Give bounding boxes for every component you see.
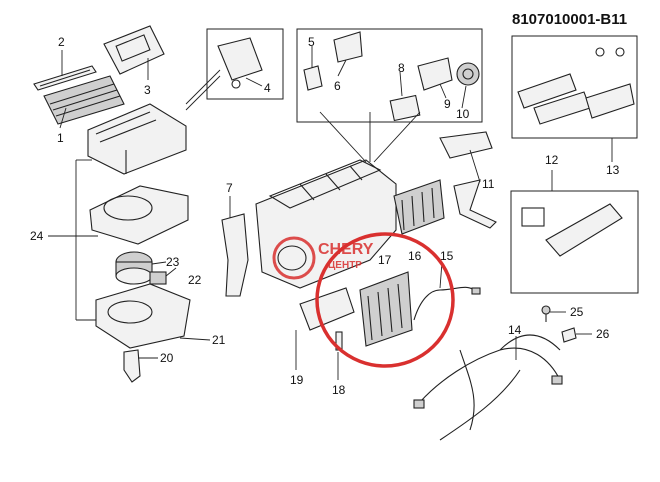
callout-20: 20 bbox=[160, 351, 174, 365]
callout-5: 5 bbox=[308, 35, 315, 49]
part-15-sensor bbox=[413, 286, 481, 321]
part-14-wiring-harness bbox=[413, 334, 563, 441]
inset-frame-13 bbox=[511, 35, 638, 139]
inset-frame-5-10 bbox=[296, 28, 483, 123]
part-2-filter-frame bbox=[33, 65, 97, 91]
callout-4: 4 bbox=[264, 81, 271, 95]
callout-24: 24 bbox=[30, 229, 44, 243]
callout-7: 7 bbox=[226, 181, 233, 195]
callout-12: 12 bbox=[545, 153, 559, 167]
part-13-flaps bbox=[517, 47, 635, 125]
callout-9: 9 bbox=[444, 97, 451, 111]
part-19-panel bbox=[299, 287, 355, 331]
callout-labels: 2 1 3 4 5 6 8 9 10 11 12 13 7 24 23 22 2… bbox=[30, 35, 620, 397]
inset-frame-12 bbox=[510, 190, 639, 294]
part-21-lower-case bbox=[95, 283, 191, 349]
callout-26: 26 bbox=[596, 327, 610, 341]
highlight-ellipse bbox=[315, 232, 455, 368]
part-24-blower-housing bbox=[89, 185, 189, 245]
callout-22: 22 bbox=[188, 273, 202, 287]
part-10-servo bbox=[456, 62, 480, 86]
callout-13: 13 bbox=[606, 163, 620, 177]
watermark-ring bbox=[272, 236, 316, 280]
callout-10: 10 bbox=[456, 107, 470, 121]
document-number: 8107010001-B11 bbox=[512, 11, 627, 28]
inset-frame-4 bbox=[206, 28, 284, 100]
watermark-brand: CHERY bbox=[318, 241, 374, 258]
leader-lines bbox=[48, 46, 613, 380]
part-17-evaporator bbox=[359, 271, 413, 347]
part-7-duct bbox=[221, 213, 249, 297]
part-22-resistor bbox=[149, 271, 167, 285]
hvac-main-housing bbox=[255, 159, 397, 289]
part-1-cabin-filter bbox=[43, 75, 125, 125]
part-16-heater-core bbox=[393, 179, 445, 235]
part-8-module bbox=[389, 94, 421, 122]
intake-housing bbox=[87, 103, 187, 175]
callout-16: 16 bbox=[408, 249, 422, 263]
callout-2: 2 bbox=[58, 35, 65, 49]
callout-15: 15 bbox=[440, 249, 454, 263]
callout-3: 3 bbox=[144, 83, 151, 97]
watermark-logo: CHERY ЦЕНТР bbox=[272, 236, 374, 280]
callout-1: 1 bbox=[57, 131, 64, 145]
callout-17: 17 bbox=[378, 253, 392, 267]
callout-6: 6 bbox=[334, 79, 341, 93]
callout-18: 18 bbox=[332, 383, 346, 397]
part-26-clip bbox=[561, 327, 577, 343]
part-20-bracket bbox=[123, 349, 141, 383]
callout-11: 11 bbox=[482, 177, 495, 191]
part-9-actuator bbox=[417, 57, 453, 91]
watermark-sub: ЦЕНТР bbox=[328, 260, 362, 271]
part-25-screw bbox=[541, 305, 551, 322]
part-23-blower-motor bbox=[115, 251, 153, 285]
part-6-actuator bbox=[333, 31, 363, 63]
part-12-module bbox=[521, 203, 623, 257]
callout-23: 23 bbox=[166, 255, 180, 269]
part-11-duct bbox=[439, 131, 497, 229]
callout-14: 14 bbox=[508, 323, 522, 337]
callout-8: 8 bbox=[398, 61, 405, 75]
callout-25: 25 bbox=[570, 305, 584, 319]
part-5-actuator bbox=[303, 65, 323, 91]
part-4-actuator bbox=[217, 37, 263, 89]
callout-19: 19 bbox=[290, 373, 304, 387]
part-3-filter-cover bbox=[103, 25, 165, 75]
callout-21: 21 bbox=[212, 333, 226, 347]
